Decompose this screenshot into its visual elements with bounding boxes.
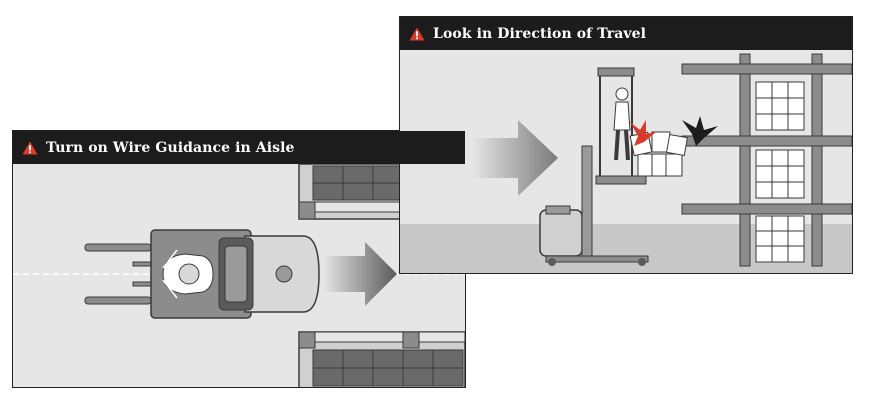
collision-burst-icon bbox=[682, 116, 718, 146]
warning-triangle-icon bbox=[22, 141, 38, 154]
top-down-aisle-scene bbox=[13, 164, 465, 387]
bottom-rack bbox=[298, 331, 465, 387]
warning-triangle-icon bbox=[409, 27, 425, 40]
direction-arrow-icon bbox=[472, 120, 558, 196]
storage-rack bbox=[681, 53, 852, 267]
impact-burst-icon bbox=[630, 120, 656, 146]
panel-header: Turn on Wire Guidance in Aisle bbox=[13, 131, 465, 164]
wire-guidance-panel: Turn on Wire Guidance in Aisle bbox=[12, 130, 466, 388]
panel-title: Turn on Wire Guidance in Aisle bbox=[46, 139, 295, 156]
panel-header: Look in Direction of Travel bbox=[400, 17, 852, 50]
look-direction-panel: Look in Direction of Travel bbox=[399, 16, 853, 274]
direction-arrow-icon bbox=[323, 242, 397, 306]
panel-title: Look in Direction of Travel bbox=[433, 25, 647, 42]
side-view-warehouse-scene bbox=[400, 50, 852, 273]
forklift-top-view bbox=[84, 229, 320, 319]
